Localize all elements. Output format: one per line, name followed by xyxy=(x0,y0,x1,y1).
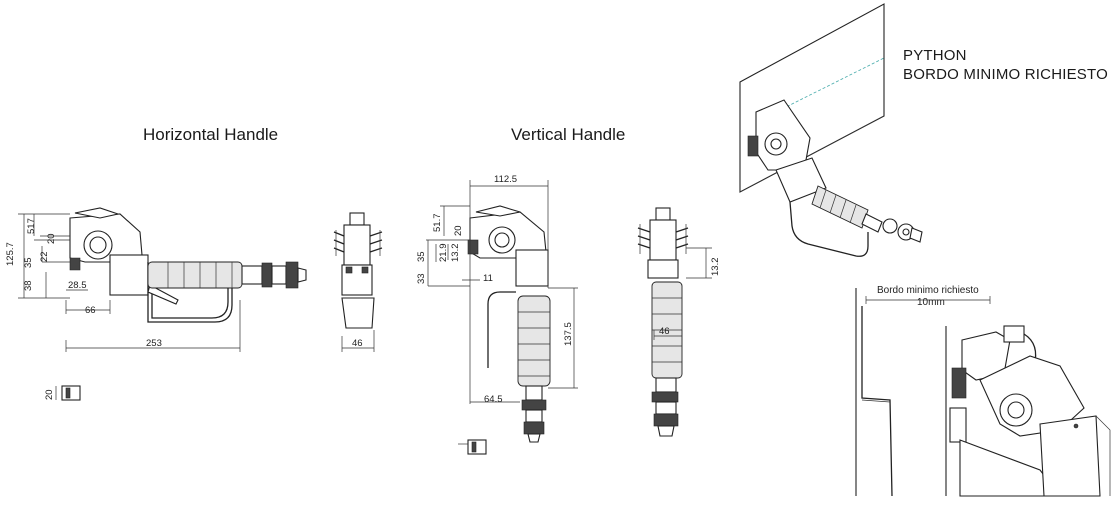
dim-horizontal-253: 253 xyxy=(146,338,162,349)
dim-vertical-219: 21.9 xyxy=(438,244,449,263)
dim-vertical-132a: 13.2 xyxy=(450,244,461,263)
dim-vertical-1125: 112.5 xyxy=(494,174,517,185)
brand-title: PYTHON BORDO MINIMO RICHIESTO xyxy=(903,46,1108,84)
dim-vertical-645: 64.5 xyxy=(484,394,503,405)
dim-vertical-46: 46 xyxy=(659,326,670,337)
dim-vertical-20: 20 xyxy=(453,225,464,236)
horizontal-side-view xyxy=(18,207,307,352)
dim-horizontal-46: 46 xyxy=(352,338,363,349)
dim-vertical-11: 11 xyxy=(483,273,493,284)
detail-edge-view xyxy=(855,288,1111,497)
horizontal-handle-title: Horizontal Handle xyxy=(143,125,279,144)
dim-horizontal-20-small: 20 xyxy=(44,389,55,400)
dim-horizontal-517: 517 xyxy=(26,218,37,234)
dim-vertical-35: 35 xyxy=(416,251,427,262)
dim-vertical-517: 51.7 xyxy=(432,214,443,233)
dim-horizontal-1257: 125.7 xyxy=(5,242,16,266)
brand-line-1: PYTHON xyxy=(903,47,967,64)
min-edge-label: Bordo minimo richiesto xyxy=(877,285,979,296)
dim-vertical-132b: 13.2 xyxy=(710,258,721,277)
horizontal-top-view xyxy=(55,385,81,401)
vertical-side-view xyxy=(426,180,578,443)
dim-vertical-33: 33 xyxy=(416,273,427,284)
dim-horizontal-35: 35 xyxy=(23,257,34,268)
horizontal-front-view xyxy=(333,212,383,352)
dim-horizontal-20: 20 xyxy=(46,233,57,244)
dim-horizontal-66: 66 xyxy=(85,305,96,316)
brand-line-2: BORDO MINIMO RICHIESTO xyxy=(903,66,1108,83)
dim-horizontal-22: 22 xyxy=(39,251,50,262)
isometric-view xyxy=(739,3,923,257)
dim-horizontal-285: 28.5 xyxy=(68,280,87,291)
vertical-top-view xyxy=(458,439,487,455)
vertical-handle-title: Vertical Handle xyxy=(511,125,626,144)
dim-vertical-1375: 137.5 xyxy=(563,322,574,346)
dim-horizontal-38: 38 xyxy=(23,280,34,291)
min-edge-value: 10mm xyxy=(917,297,945,308)
vertical-front-view xyxy=(637,207,712,437)
